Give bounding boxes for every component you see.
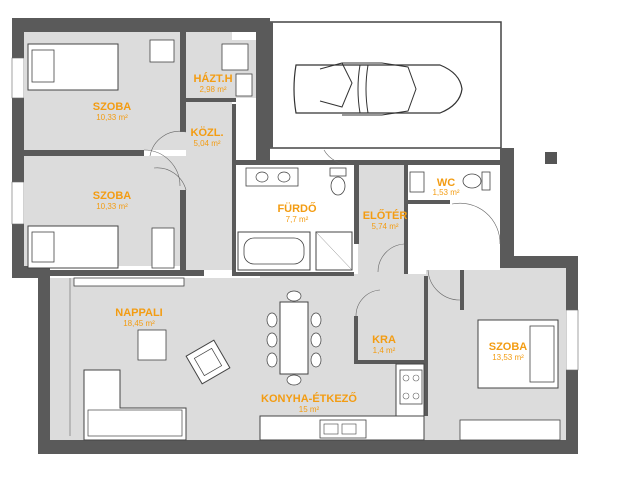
- room-name: SZOBA: [93, 101, 132, 113]
- bed-icon: [27, 225, 175, 269]
- armchair-icon: [185, 339, 231, 385]
- column-marker: [545, 152, 557, 164]
- room-label-haztart: HÁZT.H 2,98 m²: [193, 72, 232, 94]
- floor-kra: [356, 320, 406, 362]
- door-swing-icon: [69, 131, 501, 436]
- room-name: ELŐTÉR: [363, 209, 408, 222]
- room-name: KÖZL.: [191, 126, 224, 139]
- outer-walls: [11, 18, 579, 454]
- room-area: 1,53 m²: [432, 188, 459, 197]
- room-name: SZOBA: [93, 190, 132, 202]
- room-label-szoba2: SZOBA 10,33 m²: [93, 190, 132, 211]
- room-label-wc: WC 1,53 m²: [432, 177, 459, 197]
- bathtub-icon: [237, 231, 311, 271]
- bed-icon: [459, 319, 561, 441]
- room-area: 15 m²: [299, 405, 320, 414]
- stove-icon: [399, 369, 423, 405]
- interior-walls: [24, 32, 512, 416]
- room-name: KRA: [372, 334, 396, 346]
- room-area: 5,04 m²: [193, 139, 220, 148]
- room-label-kozl: KÖZL. 5,04 m²: [191, 126, 224, 148]
- room-area: 18,45 m²: [123, 319, 155, 328]
- room-label-szoba3: SZOBA 13,53 m²: [489, 341, 528, 362]
- washing-machine-icon: [221, 43, 249, 71]
- coffee-table: [137, 329, 167, 361]
- room-name: KONYHA-ÉTKEZŐ: [261, 392, 357, 405]
- sofa-icon: [83, 369, 187, 441]
- sink-icon: [245, 167, 299, 187]
- room-name: FÜRDŐ: [277, 202, 317, 215]
- room-label-eloter: ELŐTÉR 5,74 m²: [363, 209, 408, 231]
- room-area: 2,98 m²: [199, 85, 226, 94]
- dining-table-icon: [266, 290, 322, 386]
- room-area: 7,7 m²: [286, 215, 309, 224]
- room-label-konyha: KONYHA-ÉTKEZŐ 15 m²: [261, 392, 357, 414]
- room-label-furdo: FÜRDŐ 7,7 m²: [277, 202, 317, 224]
- room-label-nappali: NAPPALI 18,45 m²: [115, 307, 162, 328]
- room-area: 13,53 m²: [492, 353, 524, 362]
- toilet-icon: [329, 167, 347, 196]
- car-icon: [293, 62, 463, 116]
- room-label-szoba1: SZOBA 10,33 m²: [93, 101, 132, 122]
- sink-icon: [319, 419, 367, 439]
- room-area: 10,33 m²: [96, 113, 128, 122]
- room-area: 5,74 m²: [371, 222, 398, 231]
- floor-eloter: [358, 164, 406, 274]
- room-name: WC: [437, 177, 455, 189]
- washbasin-icon: [409, 171, 425, 193]
- room-name: HÁZT.H: [193, 72, 232, 85]
- room-name: NAPPALI: [115, 307, 162, 319]
- carport: [262, 21, 502, 149]
- room-area: 1,4 m²: [373, 346, 396, 355]
- tv-cabinet: [73, 277, 185, 287]
- toilet-icon: [462, 171, 491, 191]
- bed-icon: [27, 39, 175, 91]
- room-label-kra: KRA 1,4 m²: [372, 334, 396, 355]
- washbasin-icon: [235, 73, 253, 97]
- room-name: SZOBA: [489, 341, 528, 353]
- shower-icon: [315, 231, 353, 271]
- room-area: 10,33 m²: [96, 202, 128, 211]
